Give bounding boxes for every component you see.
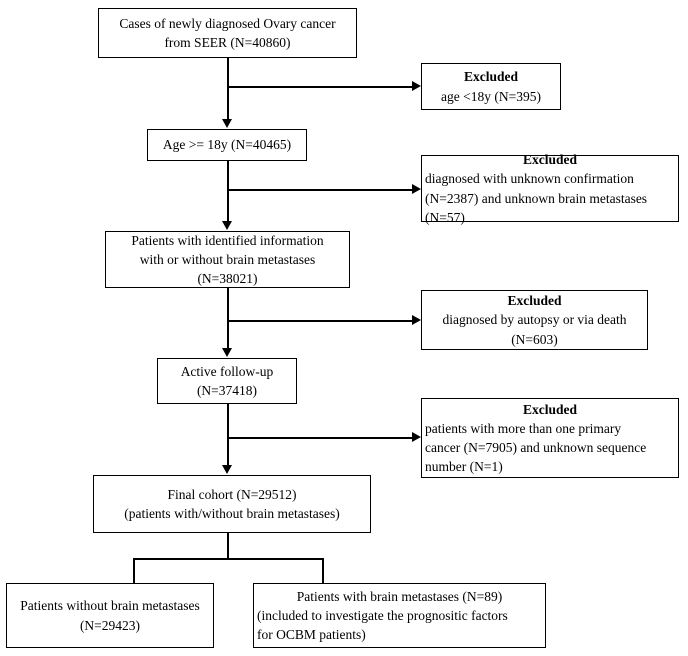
node-age-filter-line1: Age >= 18y (N=40465) bbox=[162, 137, 292, 153]
excluded-age-box: Excluded age <18y (N=395) bbox=[421, 63, 561, 110]
node-with-brain-metastases: Patients with brain metastases (N=89) (i… bbox=[253, 583, 546, 648]
excluded-unknown-line2: (N=2387) and unknown brain metastases bbox=[425, 190, 648, 206]
arrowhead-age-filter bbox=[222, 119, 232, 128]
node-final-cohort-line2: (patients with/without brain metastases) bbox=[124, 506, 340, 521]
excluded-age-header: Excluded bbox=[463, 69, 518, 85]
excluded-unknown-line3: (N=57) bbox=[425, 209, 465, 225]
excluded-multiprimary-header: Excluded bbox=[522, 401, 577, 417]
arrowhead-excluded-age bbox=[412, 81, 421, 91]
connector-age-to-identified bbox=[227, 161, 229, 223]
connector-branch-excluded-multiprimary bbox=[227, 437, 414, 439]
excluded-autopsy-box: Excluded diagnosed by autopsy or via dea… bbox=[421, 290, 648, 350]
excluded-unknown-header: Excluded bbox=[522, 152, 577, 168]
node-active-followup-line1: Active follow-up bbox=[180, 363, 274, 379]
excluded-multiprimary-line3: number (N=1) bbox=[425, 459, 503, 475]
excluded-unknown-line1: diagnosed with unknown confirmation bbox=[425, 171, 634, 187]
arrowhead-excluded-multiprimary bbox=[412, 432, 421, 442]
node-identified-line2: with or without brain metastases bbox=[139, 251, 316, 267]
connector-identified-to-followup bbox=[227, 288, 229, 350]
connector-source-to-age bbox=[227, 58, 229, 121]
excluded-multiprimary-line2: cancer (N=7905) and unknown sequence bbox=[425, 440, 647, 455]
arrowhead-active-followup bbox=[222, 348, 232, 357]
node-source-line2: from SEER (N=40860) bbox=[164, 35, 291, 50]
connector-split-right bbox=[322, 558, 324, 583]
node-final-cohort-line1: Final cohort (N=29512) bbox=[167, 486, 297, 502]
excluded-age-line1: age <18y (N=395) bbox=[441, 88, 541, 104]
node-with-bm-line1: Patients with brain metastases (N=89) bbox=[296, 588, 503, 604]
node-with-bm-line3: for OCBM patients) bbox=[257, 627, 366, 643]
node-with-bm-line2: (included to investigate the prognositic… bbox=[257, 607, 508, 623]
node-identified-line1: Patients with identified information bbox=[131, 232, 324, 248]
node-identified-patients: Patients with identified information wit… bbox=[105, 231, 350, 288]
excluded-autopsy-line2: (N=603) bbox=[511, 331, 558, 347]
connector-branch-excluded-unknown bbox=[227, 189, 414, 191]
node-active-followup: Active follow-up (N=37418) bbox=[157, 358, 297, 404]
connector-branch-excluded-age bbox=[227, 86, 414, 88]
node-without-bm-line2: (N=29423) bbox=[79, 617, 141, 633]
excluded-multiprimary-line1: patients with more than one primary bbox=[425, 420, 622, 436]
excluded-multiprimary-box: Excluded patients with more than one pri… bbox=[421, 398, 679, 478]
connector-final-to-split bbox=[227, 533, 229, 559]
node-active-followup-line2: (N=37418) bbox=[196, 383, 258, 398]
node-source-line1: Cases of newly diagnosed Ovary cancer bbox=[119, 15, 336, 31]
connector-split-left bbox=[133, 558, 135, 583]
arrowhead-excluded-autopsy bbox=[412, 315, 421, 325]
node-source-cohort: Cases of newly diagnosed Ovary cancer fr… bbox=[98, 8, 357, 58]
node-final-cohort: Final cohort (N=29512) (patients with/wi… bbox=[93, 475, 371, 533]
arrowhead-final-cohort bbox=[222, 465, 232, 474]
excluded-unknown-box: Excluded diagnosed with unknown confirma… bbox=[421, 152, 679, 225]
arrowhead-excluded-unknown bbox=[412, 184, 421, 194]
node-without-brain-metastases: Patients without brain metastases (N=294… bbox=[6, 583, 214, 648]
node-age-filter: Age >= 18y (N=40465) bbox=[147, 129, 307, 161]
excluded-autopsy-header: Excluded bbox=[507, 293, 562, 309]
connector-followup-to-final bbox=[227, 404, 229, 467]
connector-branch-excluded-autopsy bbox=[227, 320, 414, 322]
arrowhead-identified bbox=[222, 221, 232, 230]
excluded-autopsy-line1: diagnosed by autopsy or via death bbox=[442, 312, 627, 328]
connector-split-bar bbox=[133, 558, 323, 560]
node-without-bm-line1: Patients without brain metastases bbox=[20, 598, 200, 614]
node-identified-line3: (N=38021) bbox=[197, 271, 258, 287]
